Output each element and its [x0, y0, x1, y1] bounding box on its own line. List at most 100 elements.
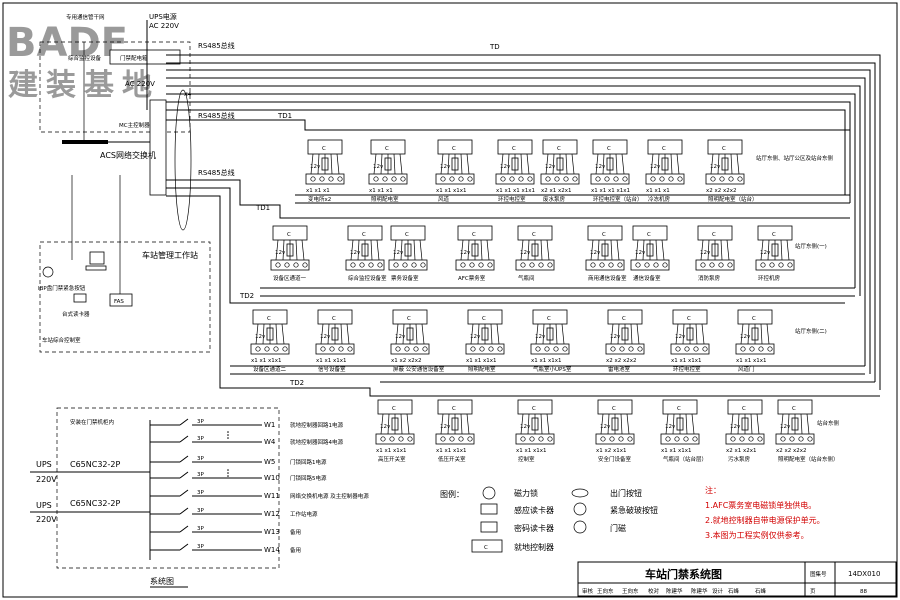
terminal-icon: [319, 176, 325, 182]
terminal-icon: [350, 262, 356, 268]
svg-text:门磁: 门磁: [610, 523, 626, 533]
voltage-label: 12v: [595, 164, 606, 170]
acs-switch-label: ACS网络交换机: [100, 150, 156, 160]
voltage-label: 12v: [380, 424, 391, 430]
terminal-icon: [320, 346, 326, 352]
notes-title: 注：: [705, 485, 721, 495]
controller-c-label: C: [407, 316, 411, 322]
magnetic-lock-icon: [482, 486, 496, 500]
terminal-icon: [373, 176, 379, 182]
voltage-label: 12v: [545, 164, 556, 170]
terminal-icon: [547, 262, 553, 268]
controller-c-label: C: [687, 316, 691, 322]
switch-icon: [179, 471, 189, 479]
terminal-icon: [411, 262, 417, 268]
terminal-icon: [520, 262, 526, 268]
terminal-icon: [337, 176, 343, 182]
controller-c-label: C: [712, 232, 716, 238]
drawing-no-label: 图集号: [810, 570, 827, 578]
title-block-cell: 王向东: [597, 587, 614, 595]
io-terminal-strip: [755, 259, 795, 271]
terminal-icon: [469, 262, 475, 268]
fas-label: FAS: [114, 299, 124, 305]
switch-icon: [179, 525, 189, 533]
voltage-label: 12v: [440, 424, 451, 430]
zone-label-row3: 站厅东侧(二): [795, 327, 827, 335]
ups2-label: UPS: [36, 501, 52, 510]
system-diagram-caption: 系统图: [150, 576, 174, 586]
td1-label-b: TD1: [255, 204, 270, 212]
door-power-box: [109, 49, 181, 65]
terminal-icon: [637, 346, 643, 352]
svg-text:就地控制器: 就地控制器: [514, 542, 554, 552]
terminal-icon: [665, 436, 671, 442]
svg-text:出门按钮: 出门按钮: [610, 488, 642, 498]
terminal-icon: [739, 436, 745, 442]
terminal-icon: [609, 436, 615, 442]
room-label: 控制室: [518, 455, 535, 463]
terminal-icon: [659, 176, 665, 182]
terminal-icon: [769, 262, 775, 268]
terminal-icon: [778, 262, 784, 268]
ups-label: UPS电源: [149, 12, 177, 21]
terminal-count-label: x1 x2 x2x2: [391, 358, 422, 364]
terminal-icon: [684, 346, 690, 352]
v2-label: 220V: [36, 515, 57, 524]
voltage-label: 12v: [255, 334, 266, 340]
terminal-icon: [675, 346, 681, 352]
terminal-icon: [547, 436, 553, 442]
terminal-icon: [284, 262, 290, 268]
terminal-icon: [329, 346, 335, 352]
terminal-icon: [460, 262, 466, 268]
terminal-icon: [749, 346, 755, 352]
io-terminal-strip: [735, 343, 775, 355]
room-label: 环控电控室: [673, 365, 701, 373]
controller-c-label: C: [532, 406, 536, 412]
terminal-count-label: x1 x1 x1x1: [436, 448, 467, 454]
terminal-icon: [273, 346, 279, 352]
branch-id: W13: [264, 528, 280, 536]
note-3: 3.本图为工程实例仅供参考。: [705, 530, 809, 540]
terminal-icon: [562, 346, 568, 352]
io-terminal-strip: [705, 173, 745, 185]
title-block-cell: 页: [810, 588, 816, 595]
terminal-icon: [404, 346, 410, 352]
controller-c-label: C: [405, 232, 409, 238]
controller-c-label: C: [772, 232, 776, 238]
terminal-icon: [458, 176, 464, 182]
zone-label-row4: 站台东侧: [817, 419, 840, 427]
drawing-title: 车站门禁系统图: [645, 567, 722, 581]
terminal-icon: [359, 262, 365, 268]
room-label: 气瓶室小UPS室: [533, 365, 572, 373]
io-terminal-strip: [515, 259, 555, 271]
branch-id: W4: [264, 438, 276, 446]
room-label: 照明配电室: [371, 195, 399, 203]
terminal-count-label: x1 x1 x1x1: [516, 448, 547, 454]
controller-c-label: C: [607, 146, 611, 152]
terminal-icon: [293, 262, 299, 268]
terminal-icon: [719, 176, 725, 182]
td1-label-a: TD1: [277, 112, 292, 120]
io-terminal-strip: [388, 259, 428, 271]
voltage-label: 12v: [635, 250, 646, 256]
terminal-icon: [400, 176, 406, 182]
terminal-count-label: x1 x1 x1 x1x1: [591, 188, 630, 194]
voltage-label: 12v: [373, 164, 384, 170]
door-contact-icon: [573, 520, 587, 534]
controller-c-label: C: [532, 232, 536, 238]
terminal-icon: [740, 346, 746, 352]
terminal-icon: [693, 346, 699, 352]
terminal-icon: [613, 176, 619, 182]
controller-c-label: C: [392, 406, 396, 412]
